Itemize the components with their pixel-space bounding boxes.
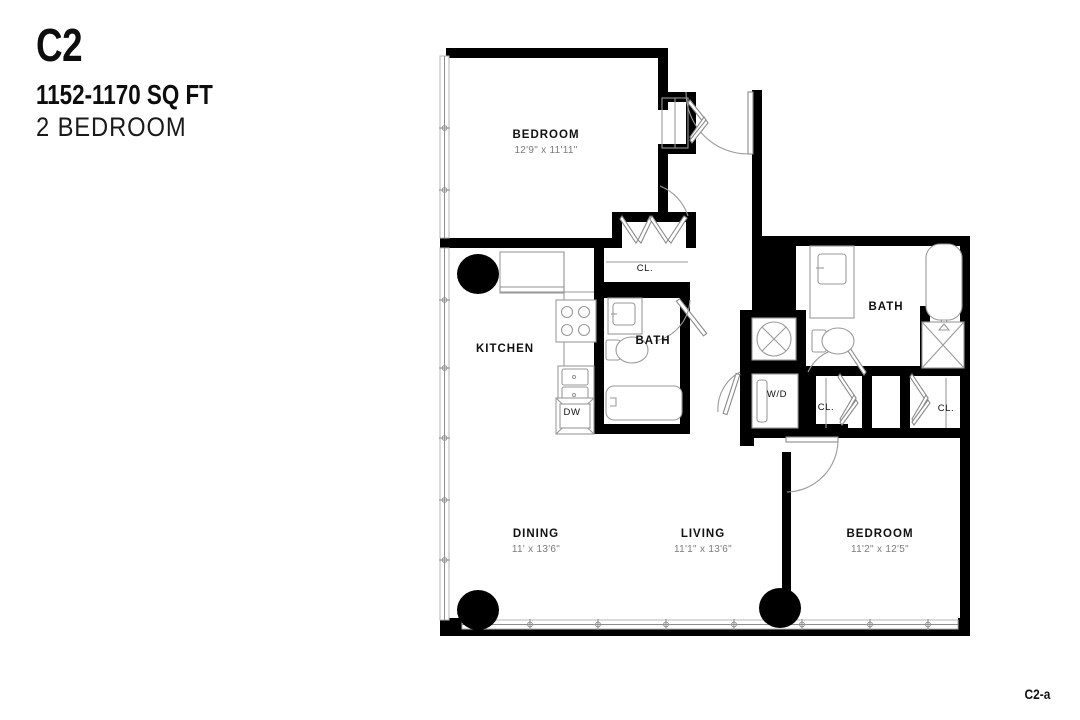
room-dimension-bedroom1: 12'9" x 11'11": [514, 145, 577, 156]
door-closet-bed2-right: [909, 373, 931, 426]
room-name-bath1: BATH: [635, 335, 670, 347]
label-closet-bed2-left: CL.: [818, 402, 835, 413]
room-label-bath2: BATH: [868, 301, 903, 313]
room-name-bath2: BATH: [868, 301, 903, 313]
title-block: C2 1152-1170 SQ FT 2 BEDROOM: [36, 22, 376, 143]
door-closet-bed2-left: [837, 373, 859, 426]
room-label-bath1: BATH: [635, 335, 670, 347]
sheet-code-label: C2-a: [1024, 686, 1050, 702]
page-title: C2: [36, 19, 83, 71]
room-label-bedroom2: BEDROOM 11'2" x 12'5": [846, 528, 913, 555]
room-name-kitchen: KITCHEN: [476, 343, 534, 355]
room-name-dining: DINING: [513, 528, 559, 540]
closet-interiors: [606, 261, 947, 428]
column-dining: [457, 590, 499, 630]
door-laundry: [717, 371, 741, 416]
room-label-living: LIVING 11'1" x 13'6": [674, 528, 732, 555]
label-closet-bed2-right: CL.: [938, 403, 955, 414]
door-bedroom2: [785, 436, 839, 493]
room-label-bedroom1: BEDROOM 12'9" x 11'11": [512, 129, 579, 156]
south-curtain-wall: [461, 619, 959, 630]
room-dimension-dining: 11' x 13'6": [512, 544, 560, 555]
room-dimension-living: 11'1" x 13'6": [674, 544, 732, 555]
room-name-living: LIVING: [681, 528, 725, 540]
column-living: [759, 588, 801, 628]
room-name-bedroom1: BEDROOM: [512, 129, 579, 141]
structural-columns: [457, 254, 801, 630]
kitchen-fixtures: [499, 251, 597, 435]
west-curtain-wall: [439, 55, 450, 621]
plan-area-label: 1152-1170 SQ FT: [36, 79, 213, 110]
column-kitchen: [457, 254, 499, 294]
room-dimension-bedroom2: 11'2" x 12'5": [851, 544, 909, 555]
label-dishwasher: DW: [563, 407, 580, 418]
door-hall-closet: [619, 185, 689, 244]
bath1-fixtures: [605, 297, 683, 421]
fixture-labels: CL. CL. CL. DW W/D: [563, 263, 955, 418]
bath2-fixtures: [751, 243, 965, 429]
plan-bedroom-label: 2 BEDROOM: [36, 112, 187, 143]
label-closet-hall: CL.: [637, 263, 654, 274]
door-bath1: [654, 297, 708, 342]
door-bedroom1-closet: [661, 97, 709, 149]
room-label-kitchen: KITCHEN: [476, 343, 534, 355]
door-entry: [685, 91, 754, 155]
room-labels: BEDROOM 12'9" x 11'11" KITCHEN BATH BATH DINI…: [476, 129, 913, 555]
room-name-bedroom2: BEDROOM: [846, 528, 913, 540]
label-washer-dryer: W/D: [767, 389, 787, 400]
room-label-dining: DINING 11' x 13'6": [512, 528, 560, 555]
